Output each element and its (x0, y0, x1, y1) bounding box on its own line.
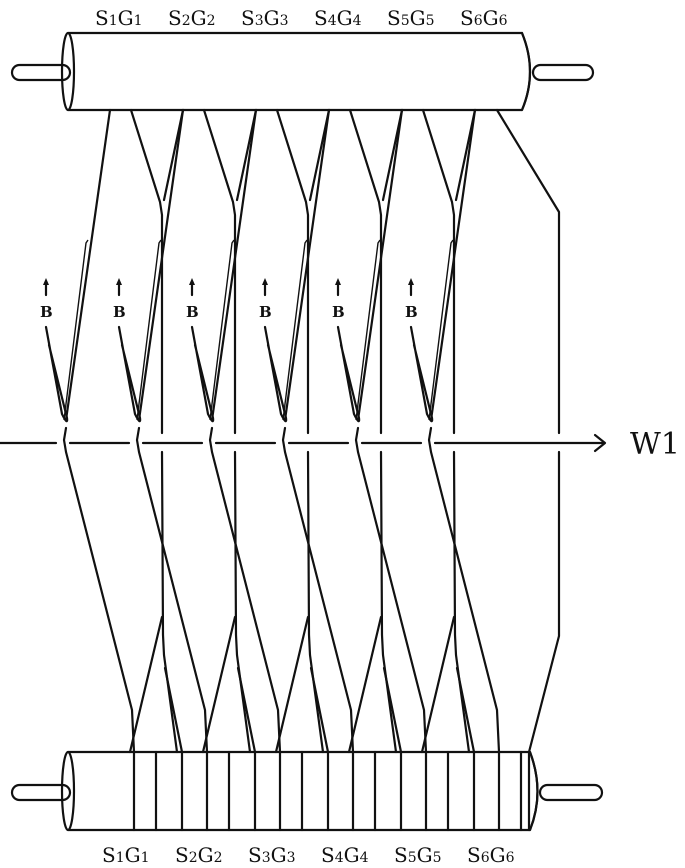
g-yarn-upper (202, 108, 237, 435)
hook-loop (263, 325, 288, 423)
sg-label-2: S2G2 (175, 843, 223, 867)
arrow-head-icon (593, 433, 607, 453)
s-yarn-upper (210, 108, 258, 422)
g-yarn-lower (452, 450, 471, 754)
b-marker-label: B (405, 303, 418, 321)
b-marker-label: B (332, 303, 345, 321)
s-yarn-lower (135, 426, 209, 832)
b-marker-label: B (113, 303, 126, 321)
sg-label-3: S3G3 (241, 6, 289, 30)
s-yarn-lower (354, 426, 428, 832)
g-yarn-upper (129, 108, 164, 435)
yarn-unit-1: B (40, 108, 185, 832)
g-yarn-lower (306, 450, 325, 754)
yarn-unit-6: B (405, 108, 561, 832)
sg-label-2: S2G2 (168, 6, 216, 30)
hook-inner (63, 239, 89, 421)
top-label-row: S1G1 S2G2 S3G3 S4G4 S5G5 S6G6 (95, 6, 508, 30)
hook-inner (209, 239, 235, 421)
hook-inner (136, 239, 162, 421)
bottom-roller (10, 750, 604, 832)
sg-label-1: S1G1 (102, 843, 150, 867)
hook-loop (409, 325, 434, 423)
crossing-yarn-lower-b (382, 666, 403, 832)
w1-arrow: W1 (0, 427, 680, 462)
bottom-roller-right-cap (528, 750, 539, 832)
hook-loop (190, 325, 215, 423)
hook-inner (428, 239, 454, 421)
crossing-yarn-lower-b (455, 666, 476, 832)
yarn-unit-5: B (332, 108, 477, 832)
g-yarn-lower (527, 450, 561, 832)
g-yarn-upper (421, 108, 456, 435)
top-roller-right-cap (520, 31, 532, 112)
crossing-yarn-lower-b (163, 666, 184, 832)
up-arrow-icon (262, 278, 268, 297)
hook-loop (336, 325, 361, 423)
crossing-yarn-lower (201, 615, 237, 754)
up-arrow-icon (189, 278, 195, 297)
top-roller (10, 31, 595, 112)
s-yarn-upper (356, 108, 404, 422)
yarn-unit-4: B (259, 108, 404, 832)
bottom-roller-right-axle (538, 783, 604, 802)
g-yarn-upper (495, 108, 561, 435)
sg-label-4: S4G4 (321, 843, 369, 867)
s-yarn-lower (208, 426, 282, 832)
b-marker-label: B (40, 303, 53, 321)
hook-loop (44, 325, 69, 423)
crossing-yarn-lower-b (309, 666, 330, 832)
crossing-yarn-lower (274, 615, 310, 754)
up-arrow-icon (116, 278, 122, 297)
g-yarn-lower (233, 450, 252, 754)
g-yarn-lower (160, 450, 179, 754)
sg-label-4: S4G4 (314, 6, 362, 30)
sg-label-6: S6G6 (460, 6, 508, 30)
hook-inner (282, 239, 308, 421)
s-yarn-upper (283, 108, 331, 422)
up-arrow-icon (408, 278, 414, 297)
s-yarn-lower (427, 426, 501, 832)
top-roller-body (66, 31, 532, 112)
b-marker-label: B (259, 303, 272, 321)
crossing-yarn-lower-b (236, 666, 257, 832)
hook-inner (355, 239, 381, 421)
s-yarn-lower (281, 426, 355, 832)
bottom-label-row: S1G1 S2G2 S3G3 S4G4 S5G5 S6G6 (102, 843, 515, 867)
yarn-unit-2: B (113, 108, 258, 832)
s-yarn-upper (137, 108, 185, 422)
s-yarn-upper (429, 108, 477, 422)
w1-label: W1 (630, 427, 680, 462)
sg-label-6: S6G6 (467, 843, 515, 867)
bottom-roller-left-cap (60, 750, 76, 832)
yarn-unit-3: B (186, 108, 331, 832)
top-roller-left-axle (10, 63, 72, 82)
crossing-yarn-lower (128, 615, 164, 754)
crossing-yarn-lower (347, 615, 383, 754)
hook-loop (117, 325, 142, 423)
up-arrow-icon (43, 278, 49, 297)
bottom-roller-left-axle (10, 783, 72, 802)
g-yarn-upper (275, 108, 310, 435)
sg-label-5: S5G5 (394, 843, 442, 867)
b-marker-label: B (186, 303, 199, 321)
top-roller-right-axle (531, 63, 595, 82)
sg-label-5: S5G5 (387, 6, 435, 30)
s-yarn-lower (62, 426, 136, 832)
g-yarn-lower (379, 450, 398, 754)
g-yarn-upper (348, 108, 383, 435)
s-yarn-upper (64, 108, 112, 422)
top-roller-left-cap (60, 31, 76, 112)
sg-label-3: S3G3 (248, 843, 296, 867)
up-arrow-icon (335, 278, 341, 297)
sg-label-1: S1G1 (95, 6, 143, 30)
crossing-yarn-lower (420, 615, 456, 754)
